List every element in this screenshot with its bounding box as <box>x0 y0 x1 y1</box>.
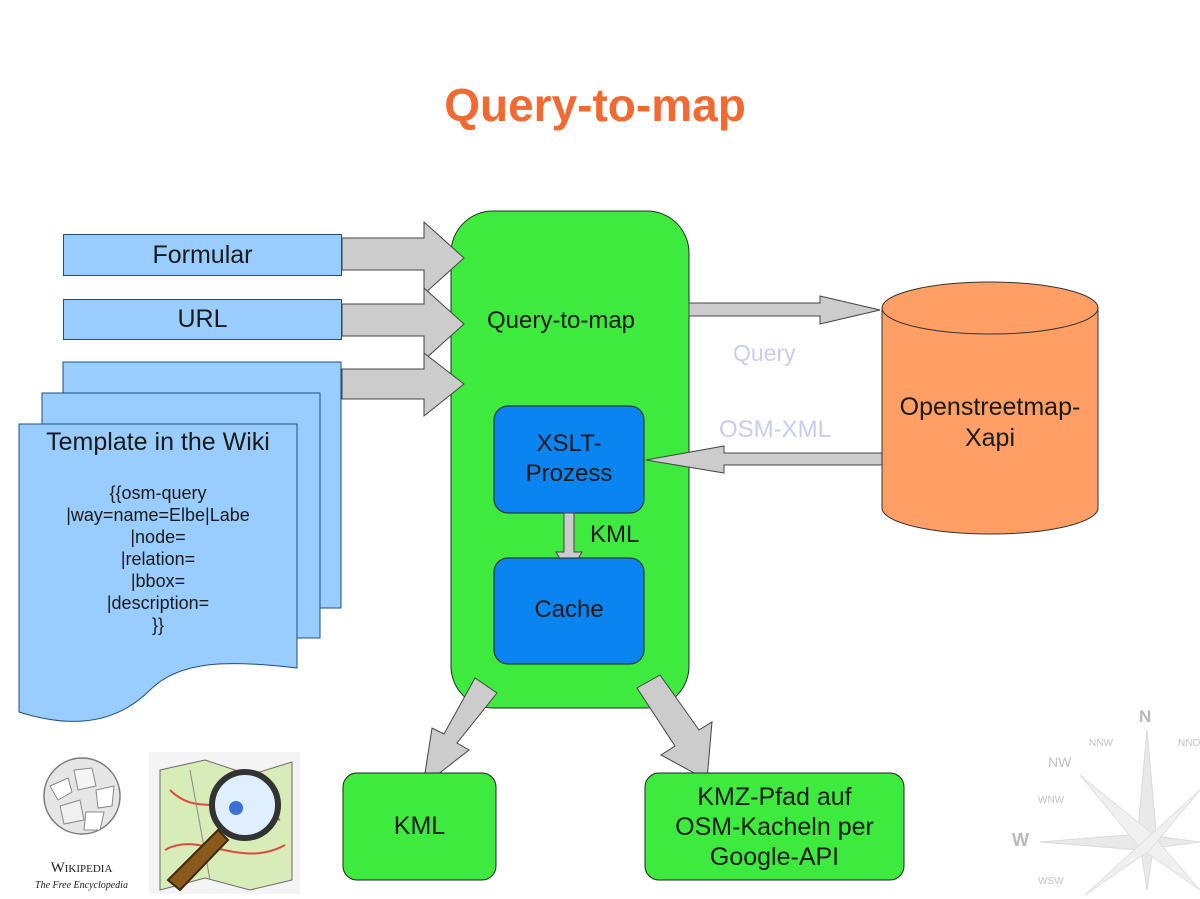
compass-nw: NW <box>1048 754 1072 770</box>
compass-nnw: NNW <box>1089 738 1113 749</box>
formular-box: Formular <box>63 234 342 276</box>
template-code-line: |way=name=Elbe|Labe <box>66 505 250 525</box>
formular-label: Formular <box>152 241 253 269</box>
query-arrow <box>688 295 881 325</box>
page-title: Query-to-map <box>444 79 746 131</box>
template-title: Template in the Wiki <box>46 428 270 456</box>
query-label: Query <box>733 340 796 366</box>
xslt-process-label: XSLT- Prozess <box>494 429 644 489</box>
cache-label: Cache <box>534 596 604 623</box>
wikipedia-logo-icon <box>19 752 144 894</box>
kmz-label-line: KMZ-Pfad auf <box>697 783 852 811</box>
kml-intermediate-label: KML <box>590 521 640 548</box>
xslt-label-line: Prozess <box>525 460 613 487</box>
url-arrow <box>341 286 465 362</box>
compass-nno: NNO <box>1178 738 1200 749</box>
template-code: {{osm-query |way=name=Elbe|Labe |node= |… <box>19 482 297 636</box>
compass-rose-icon <box>1039 729 1200 896</box>
url-label: URL <box>177 305 228 333</box>
kmz-output-label: KMZ-Pfad auf OSM-Kacheln per Google-API <box>645 782 904 872</box>
template-arrow <box>341 351 465 418</box>
xapi-label-line: Xapi <box>964 424 1016 452</box>
xapi-database <box>881 308 1099 535</box>
compass-n: N <box>1139 707 1152 726</box>
template-code-line: }} <box>151 615 165 635</box>
kml-output-label: KML <box>393 812 446 840</box>
kml-output-arrow <box>422 677 498 788</box>
osm-xml-label: OSM-XML <box>719 416 832 443</box>
xapi-label: Openstreetmap- Xapi <box>882 392 1098 454</box>
template-code-line: |bbox= <box>130 571 186 591</box>
template-code-line: |description= <box>106 593 210 613</box>
kmz-label-line: Google-API <box>709 843 840 871</box>
compass-w: W <box>1012 830 1029 850</box>
kmz-output-arrow <box>636 674 713 781</box>
openstreetmap-logo-icon <box>149 752 300 894</box>
compass-wsw: WSW <box>1038 876 1064 887</box>
xapi-database-top <box>881 281 1099 335</box>
formular-arrow <box>341 220 465 296</box>
kml-output-box <box>342 772 497 881</box>
center-label: Query-to-map <box>486 307 636 334</box>
template-page-front <box>18 423 298 722</box>
cache-box <box>493 557 645 665</box>
wikipedia-wordmark: Wikipedia <box>50 860 113 876</box>
osm-xml-arrow <box>645 445 883 474</box>
template-code-line: |node= <box>130 527 186 547</box>
compass-wnw: WNW <box>1038 795 1065 806</box>
url-box: URL <box>63 299 342 340</box>
wikipedia-tagline: The Free Encyclopedia <box>35 880 128 891</box>
xslt-label-line: XSLT- <box>536 430 602 457</box>
xapi-label-line: Openstreetmap- <box>899 393 1081 421</box>
kmz-output-box <box>644 772 905 881</box>
template-code-line: |relation= <box>120 549 196 569</box>
kmz-label-line: OSM-Kacheln per <box>675 813 874 841</box>
template-code-line: {{osm-query <box>109 483 207 503</box>
